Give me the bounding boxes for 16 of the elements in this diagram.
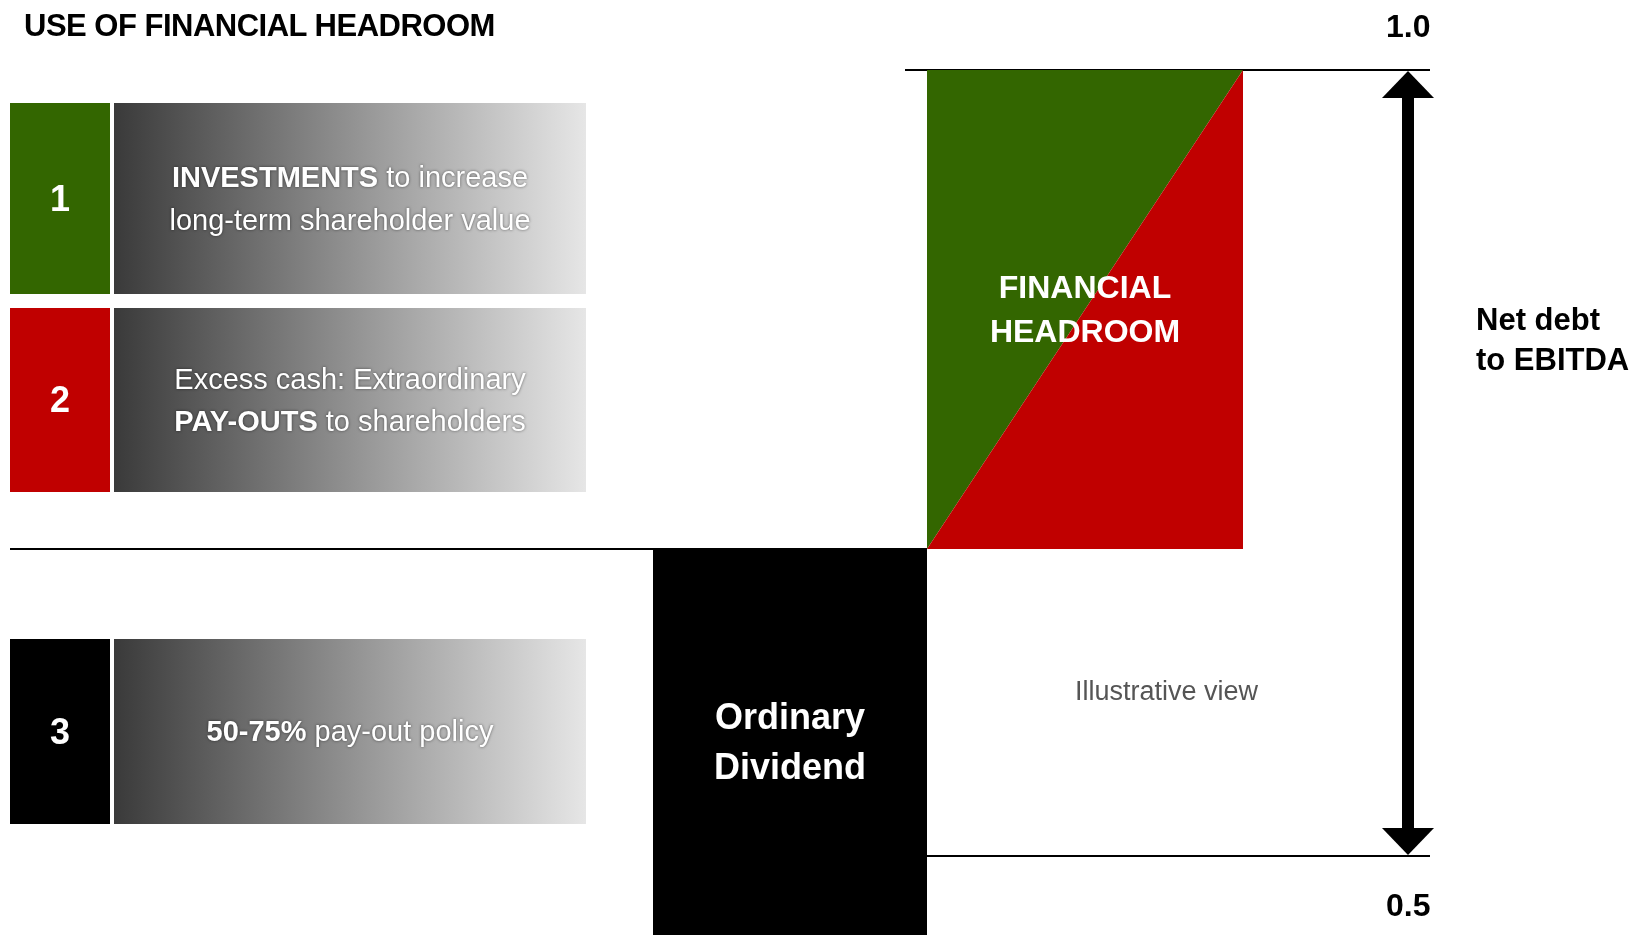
- title: USE OF FINANCIAL HEADROOM: [24, 8, 495, 44]
- number-box: 2: [10, 308, 110, 492]
- box-text: Excess cash: Extraordinary PAY-OUTS to shareholders: [173, 361, 527, 439]
- axis-label: 1.0: [1386, 7, 1432, 46]
- gradient-box: [114, 103, 586, 294]
- axis-label: 0.5: [1386, 886, 1432, 925]
- number-box: 3: [10, 639, 110, 824]
- box-text: INVESTMENTS to increase long-term shareholder value: [168, 160, 532, 238]
- dividend-block: [653, 549, 927, 935]
- gradient-box: [114, 639, 586, 824]
- box-text: Ordinary Dividend: [713, 694, 867, 789]
- box-text: 50-75% pay-out policy: [206, 714, 494, 750]
- axis-label: Illustrative view: [1075, 675, 1260, 708]
- gradient-box: [114, 308, 586, 492]
- number-box: 1: [10, 103, 110, 294]
- axis-label: Net debt to EBITDA: [1476, 301, 1631, 380]
